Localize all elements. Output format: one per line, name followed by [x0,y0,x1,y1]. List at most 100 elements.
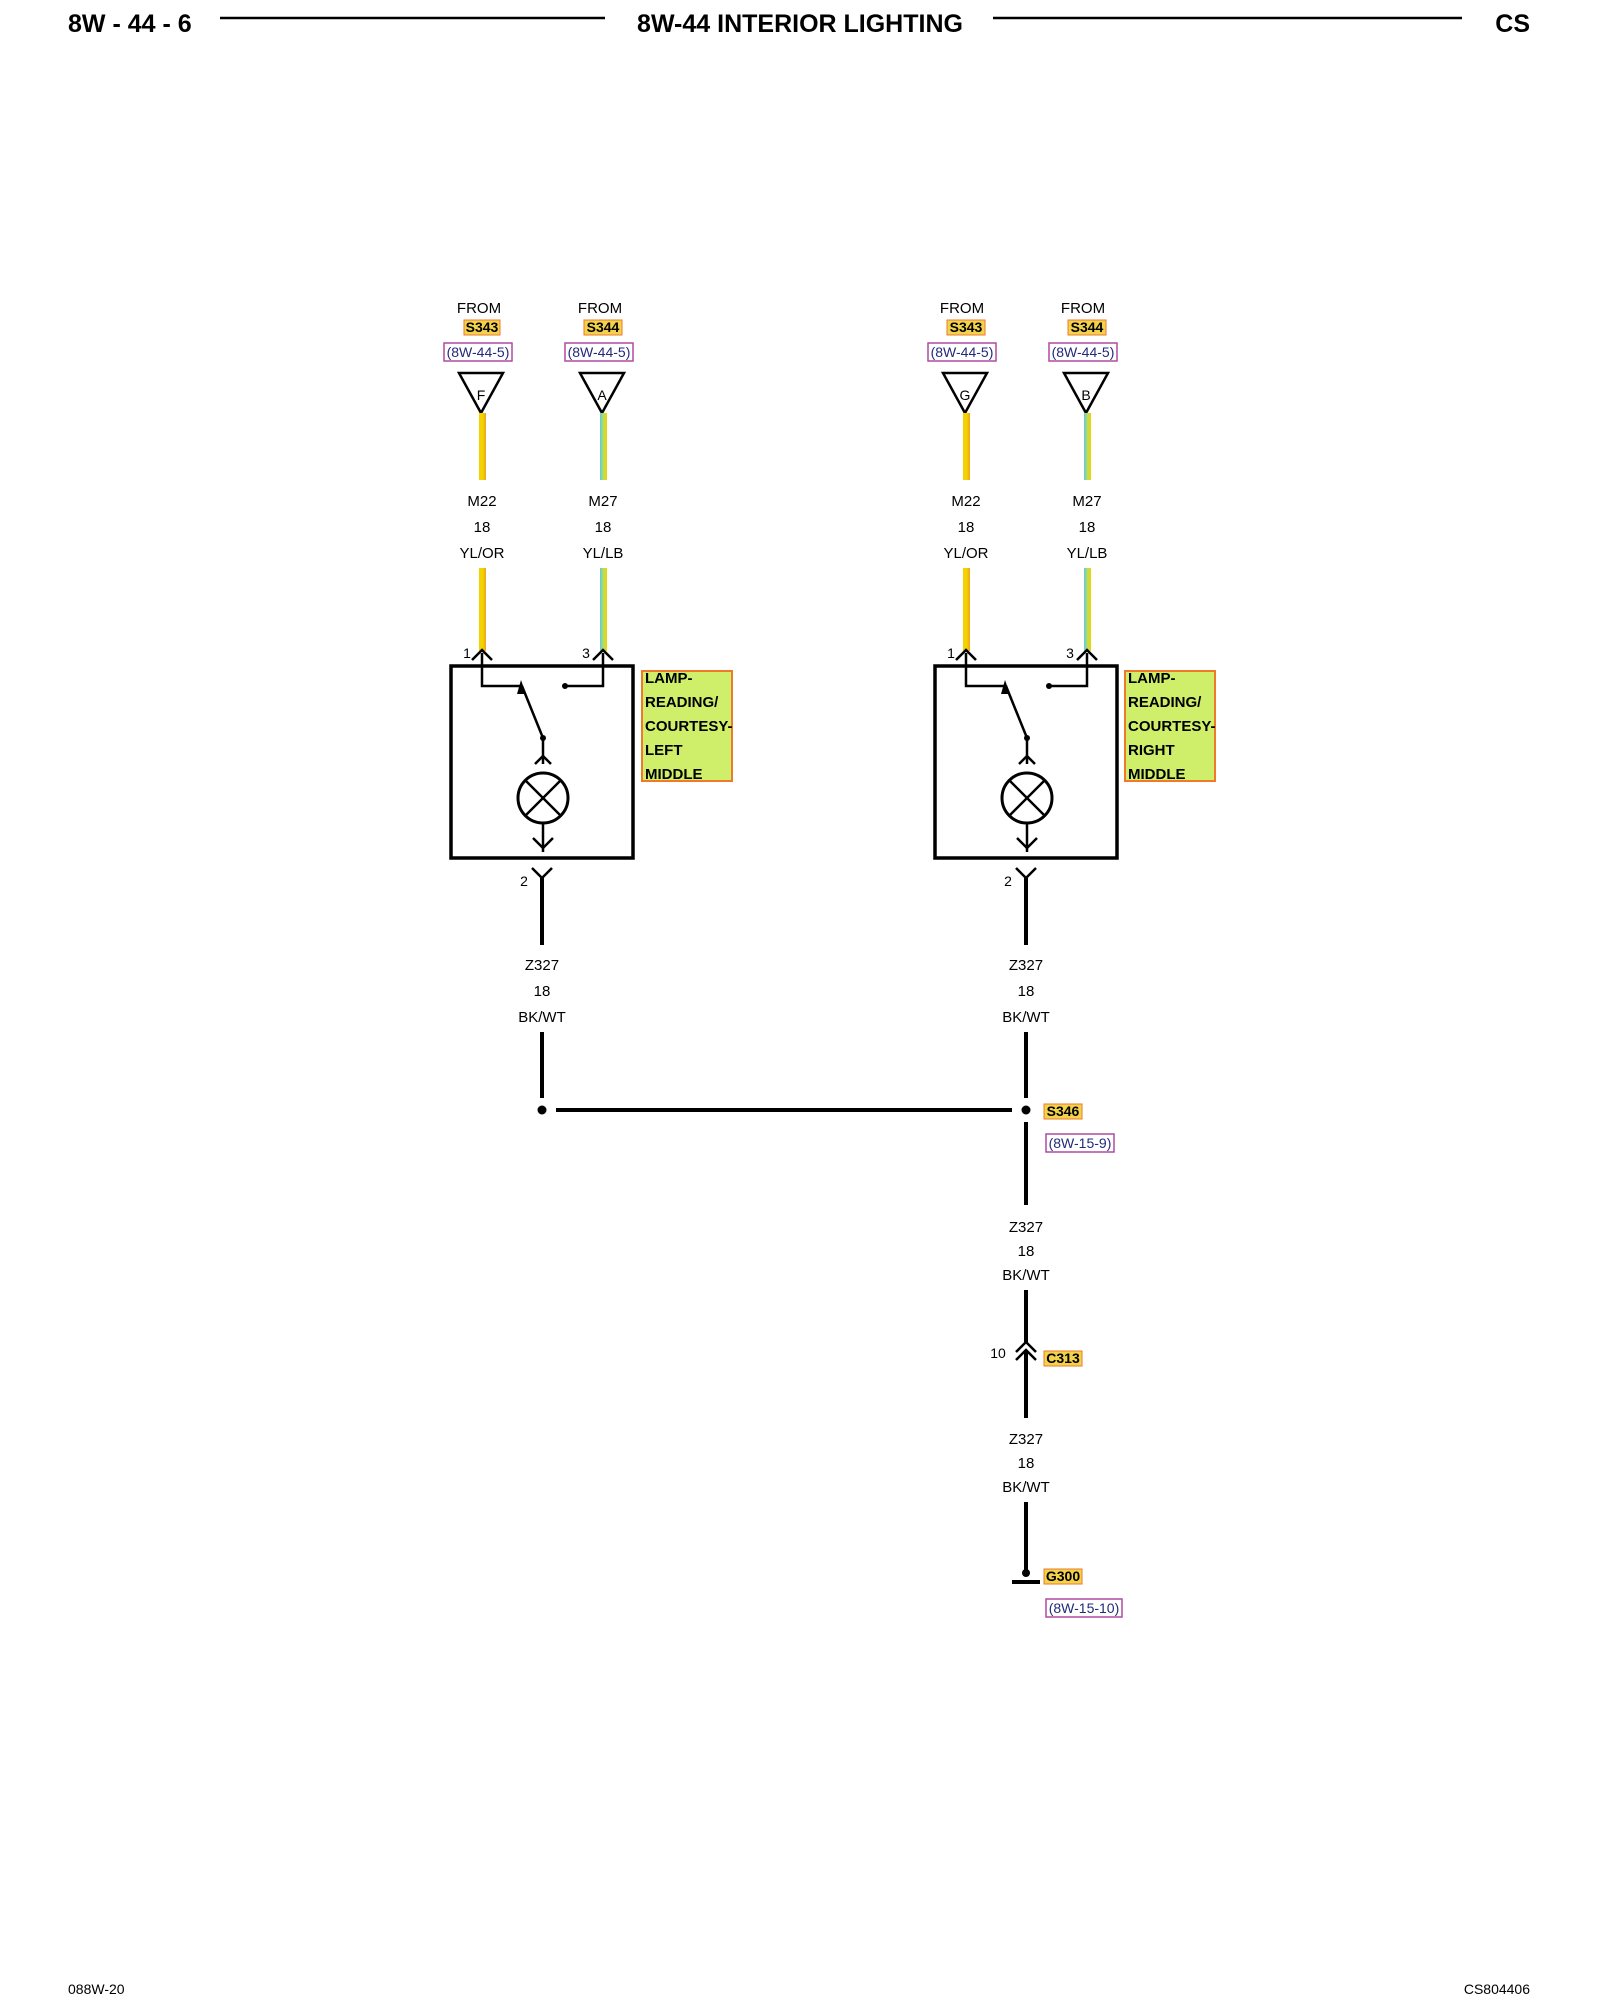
splice-tag[interactable]: S344 [587,319,620,335]
switch-pivot [517,680,526,694]
splice-tag-bg [1067,319,1107,336]
ground-tag[interactable]: G300 [1046,1568,1080,1584]
page-ref[interactable]: (8W-44-5) [447,344,510,360]
wire-gauge: 18 [1018,1455,1035,1472]
connector-tag-bg [1043,1350,1083,1367]
component-label-line: MIDDLE [1128,766,1186,783]
wire-color: BK/WT [1002,1267,1050,1284]
connector-letter: A [597,387,607,403]
feed-left-m22: FROM S343 (8W-44-5) F M22 18 YL/OR 1 [443,300,513,661]
wire-color: YL/OR [459,545,504,562]
page-number: 8W - 44 - 6 [68,10,192,38]
wire-gauge: 18 [1018,983,1035,1000]
wire-upper [1084,413,1091,480]
ref-box [1045,1598,1123,1618]
ground-pin-number: 2 [1004,873,1012,889]
ref-box [927,342,997,362]
connector-tag[interactable]: C313 [1046,1350,1080,1366]
ground-dot [1022,1569,1030,1577]
splice-tag[interactable]: S346 [1047,1103,1080,1119]
component-label-line: READING/ [1128,694,1202,711]
lamp-ground-terminal [532,837,554,850]
splice-tag[interactable]: S343 [466,319,499,335]
component-label-line: LEFT [645,742,683,759]
wire-color: YL/LB [583,545,624,562]
splice-dot-right [1021,1105,1031,1115]
splice-s346: S346 (8W-15-9) Z327 18 BK/WT [537,1103,1115,1342]
from-label: FROM [457,300,501,317]
wire-upper [963,413,970,480]
feed-left-m27: FROM S344 (8W-44-5) A M27 18 YL/LB 3 [564,300,634,661]
circuit-id: Z327 [1009,1431,1043,1448]
pin-number: 1 [947,645,955,661]
component-label-box [1124,670,1216,782]
component-label-line: LAMP- [645,670,693,687]
lamp-link-terminal [534,754,552,765]
circuit-id: M27 [1072,493,1101,510]
wire-gauge: 18 [595,519,612,536]
page-ref[interactable]: (8W-44-5) [568,344,631,360]
splice-tag[interactable]: S343 [950,319,983,335]
page-ref[interactable]: (8W-15-10) [1049,1600,1120,1616]
wire-gauge: 18 [1079,519,1096,536]
connector-triangle [940,371,990,416]
circuit-id: M22 [951,493,980,510]
page-title: 8W-44 INTERIOR LIGHTING [637,10,963,38]
connector-letter: B [1081,387,1090,403]
ground-pin-terminal [1015,867,1037,880]
pin-3-terminal [592,648,614,661]
connector-letter: G [960,387,971,403]
lamp-left-middle: LAMP- READING/ COURTESY- LEFT MIDDLE 2 Z… [449,648,733,1098]
wire-color: BK/WT [1002,1009,1050,1026]
circuit-id: Z327 [1009,1219,1043,1236]
ref-box [443,342,513,362]
switch-alt-contact [562,683,568,689]
splice-tag-bg [946,319,986,336]
model-code: CS [1495,10,1530,38]
connector-letter: F [477,387,486,403]
page-ref[interactable]: (8W-44-5) [931,344,994,360]
ground-pin-terminal [531,867,553,880]
splice-tag-bg [463,319,501,336]
splice-tag[interactable]: S344 [1071,319,1104,335]
wire-gauge: 18 [474,519,491,536]
wire-lower [600,568,607,651]
pin-1-terminal [471,648,493,661]
ref-box [564,342,634,362]
wire-color: YL/OR [943,545,988,562]
pin-1-terminal [955,648,977,661]
bulb-filament [1008,779,1046,817]
component-label-line: RIGHT [1128,742,1175,759]
connector-c313: 10 C313 Z327 18 BK/WT [990,1340,1083,1572]
page-ref[interactable]: (8W-44-5) [1052,344,1115,360]
component-label-line: LAMP- [1128,670,1176,687]
footer-figure-id: 088W-20 [68,1981,125,1997]
component-label-line: MIDDLE [645,766,703,783]
feed-right-m22: FROM S343 (8W-44-5) G M22 18 YL/OR 1 [927,300,997,661]
circuit-id: M27 [588,493,617,510]
wire-upper [600,413,607,480]
wire-color: BK/WT [1002,1479,1050,1496]
switch-blade [520,685,545,739]
switch-pivot [1001,680,1010,694]
component-label-line: COURTESY- [645,718,733,735]
bulb-filament [524,779,562,817]
connector-triangle [577,371,627,416]
switch-alt-feed [565,653,605,688]
component-label-line: COURTESY- [1128,718,1216,735]
pin-number: 3 [1066,645,1074,661]
page-ref[interactable]: (8W-15-9) [1049,1135,1112,1151]
switch-alt-contact [1046,683,1052,689]
pin-number: 3 [582,645,590,661]
switch-alt-feed [1049,653,1089,688]
lamp-right-middle: LAMP- READING/ COURTESY- RIGHT MIDDLE 2 … [933,648,1216,1098]
component-label-line: READING/ [645,694,719,711]
pin-number: 1 [463,645,471,661]
from-label: FROM [940,300,984,317]
component-label-box [641,670,733,782]
splice-tag-bg [1043,1103,1083,1120]
wire-color: BK/WT [518,1009,566,1026]
lamp-ground-terminal [1016,837,1038,850]
wire-upper [479,413,486,480]
